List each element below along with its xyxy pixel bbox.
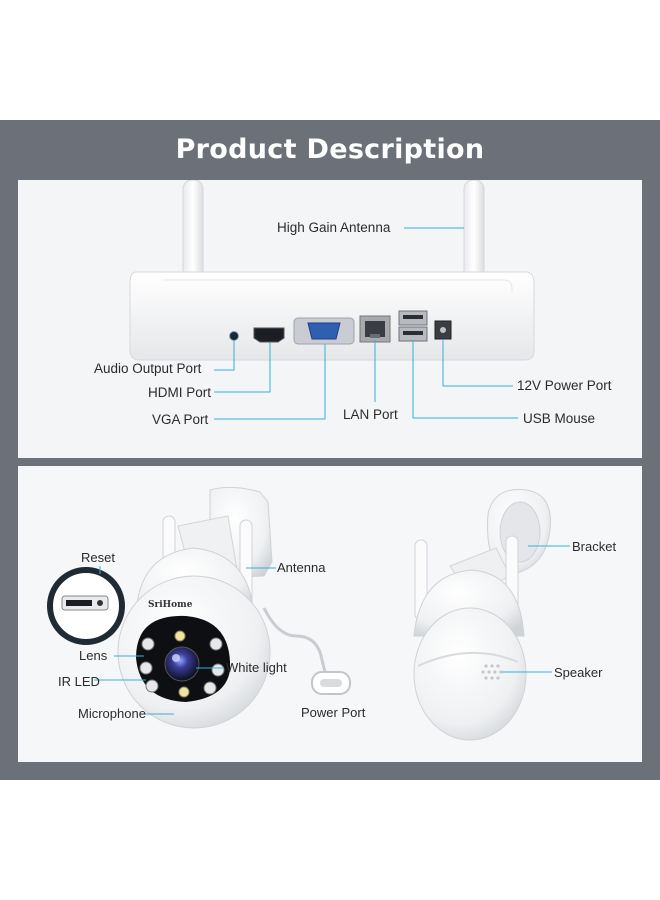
label-ir-led: IR LED: [58, 674, 100, 689]
nvr-panel: High Gain Antenna Audio Output Port HDMI…: [18, 180, 642, 458]
label-vga-port: VGA Port: [152, 412, 209, 427]
reset-inset: [47, 567, 125, 645]
label-lens: Lens: [79, 648, 108, 663]
label-power-port: Power Port: [301, 705, 366, 720]
left-camera: [117, 486, 273, 729]
vga-port-icon: [293, 317, 355, 345]
label-12v-power-port: 12V Power Port: [517, 378, 612, 393]
power-port-plug-icon: [311, 671, 351, 695]
label-usb-mouse: USB Mouse: [523, 411, 596, 426]
brand-logo: SriHome: [148, 600, 193, 610]
label-lan-port: LAN Port: [343, 407, 398, 422]
audio-port-icon: [229, 331, 239, 341]
nvr-leader-lines: [214, 227, 518, 420]
nvr-body: [129, 271, 535, 361]
camera-illustration: [47, 486, 570, 741]
label-white-light: White light: [226, 660, 287, 675]
power-cable: [262, 607, 328, 677]
label-speaker: Speaker: [554, 665, 603, 680]
dc-power-port-icon: [434, 320, 452, 340]
usb-port-icon: [398, 310, 428, 342]
camera-leader-lines: [94, 545, 570, 715]
page-title: Product Description: [175, 134, 485, 165]
label-hdmi-port: HDMI Port: [148, 385, 212, 400]
label-reset: Reset: [81, 550, 115, 565]
label-microphone: Microphone: [78, 706, 146, 721]
label-high-gain-antenna: High Gain Antenna: [277, 220, 391, 235]
right-camera: [413, 489, 551, 741]
label-bracket: Bracket: [572, 539, 617, 554]
label-antenna: Antenna: [277, 560, 326, 575]
camera-panel: SriHome Reset Antenna Lens White light I…: [18, 466, 642, 762]
nvr-illustration: [129, 180, 535, 420]
label-audio-output-port: Audio Output Port: [94, 361, 202, 376]
lan-port-icon: [359, 315, 391, 343]
hdmi-port-icon: [253, 327, 285, 343]
